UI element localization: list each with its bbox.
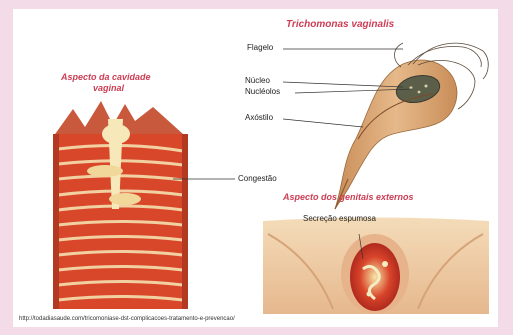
secrecao-label: Secreção espumosa bbox=[303, 214, 376, 223]
axostilo-label: Axóstilo bbox=[245, 113, 273, 122]
vaginal-cavity-drawing bbox=[53, 101, 188, 309]
congestao-label: Congestão bbox=[238, 174, 277, 183]
cavity-title-line1: Aspecto da cavidade bbox=[61, 72, 151, 82]
illustration-panel: Trichomonas vaginalis Aspecto da cavidad… bbox=[13, 9, 498, 327]
nucleolos-label: Nucléolos bbox=[245, 87, 280, 96]
external-genitals-title: Aspecto dos genitais externos bbox=[283, 192, 414, 202]
cavity-title-line2: vaginal bbox=[93, 83, 124, 93]
medical-illustration bbox=[13, 9, 498, 327]
trichomonas-title: Trichomonas vaginalis bbox=[286, 19, 394, 30]
flagelo-label: Flagelo bbox=[247, 43, 273, 52]
nucleo-label: Núcleo bbox=[245, 76, 270, 85]
source-url: http://todadiasaude.com/tricomoniase-dst… bbox=[19, 316, 235, 322]
trichomonas-drawing bbox=[335, 43, 488, 209]
external-genitals-drawing bbox=[263, 218, 489, 315]
